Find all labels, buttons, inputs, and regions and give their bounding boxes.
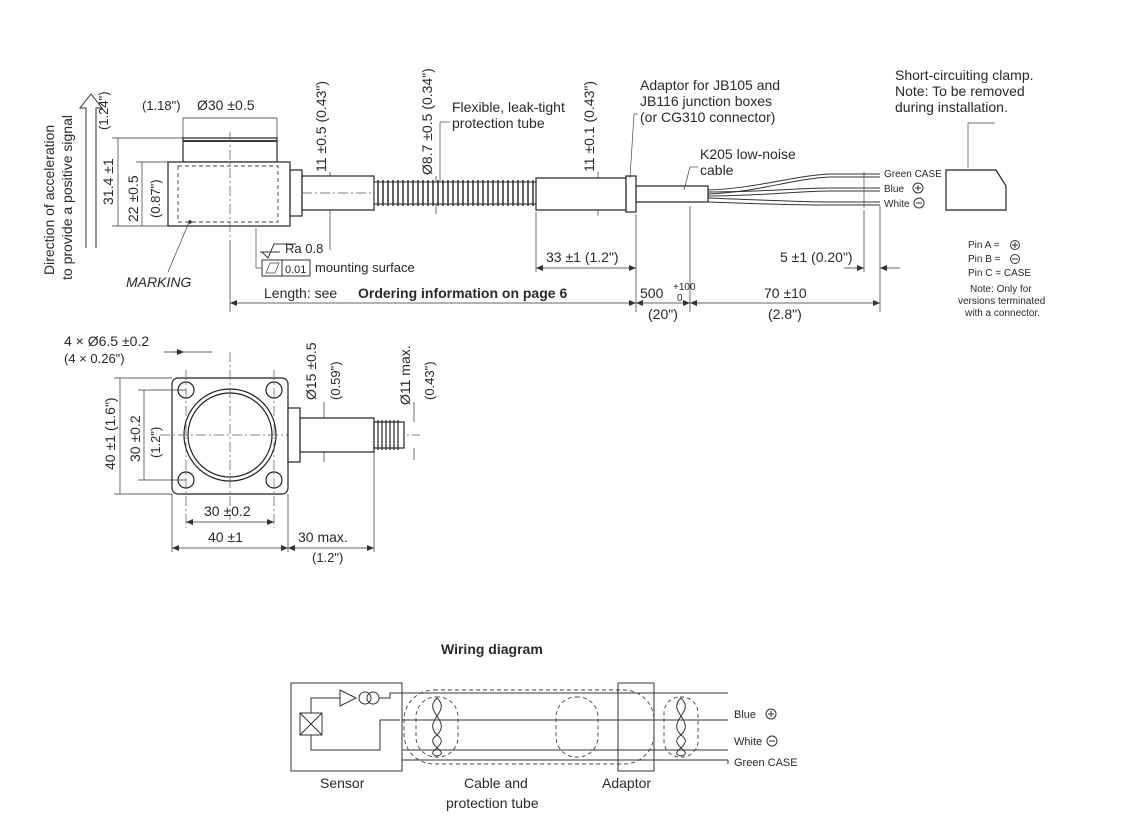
circle-plus-icon xyxy=(765,708,777,720)
adaptor-label-line1: Adaptor for JB105 and xyxy=(640,77,780,93)
height-30: 30 ±0.2 xyxy=(127,415,143,462)
height-31: 31.4 ±1 xyxy=(100,158,116,205)
flatness-value: 0.01 xyxy=(285,264,306,276)
dim-70: 70 ±10 xyxy=(764,285,807,301)
dim-500-inch: (20") xyxy=(648,306,678,322)
dia30-label: Ø30 ±0.5 xyxy=(197,97,255,113)
circle-plus-icon xyxy=(1010,240,1020,250)
height-inch: (1.24") xyxy=(96,91,111,130)
wiring-green-label: Green CASE xyxy=(734,757,798,769)
note-line3: with a connector. xyxy=(964,308,1040,319)
wiring-title: Wiring diagram xyxy=(441,641,543,657)
roughness-label: Ra 0.8 xyxy=(285,241,323,256)
side-view: Direction of acceleration to provide a p… xyxy=(41,67,1045,322)
wiring-white-label: White xyxy=(734,736,762,748)
amplifier-icon xyxy=(339,689,358,707)
dim-5: 5 ±1 (0.20") xyxy=(780,249,853,265)
top-view: 4 × Ø6.5 ±0.2 (4 × 0.26") Ø15 ±0.5 (0.59… xyxy=(64,333,437,565)
wire-green-label: Green CASE xyxy=(884,169,942,180)
tube-label-line2: protection tube xyxy=(452,115,545,131)
wire-leads xyxy=(707,172,880,208)
wire-blue-label: Blue xyxy=(884,184,904,195)
wire-white-label: White xyxy=(884,199,910,210)
length-prefix: Length: see xyxy=(264,285,337,301)
dim-33: 33 ±1 (1.2") xyxy=(546,249,619,265)
width-40: 40 ±1 xyxy=(208,529,243,545)
dim-500-tol-up: +100 xyxy=(673,282,696,293)
pin-b-label: Pin B = xyxy=(968,254,1001,265)
tube-dia-87: Ø8.7 ±0.5 (0.34") xyxy=(419,68,435,175)
cable-label-line2: cable xyxy=(700,162,734,178)
width-30: 30 ±0.2 xyxy=(204,503,251,519)
height-22-inch: (0.87") xyxy=(148,179,163,218)
length-ref: Ordering information on page 6 xyxy=(358,285,567,301)
accel-label-line1: Direction of acceleration xyxy=(41,125,57,275)
wiring-cable-label-line1: Cable and xyxy=(464,775,528,791)
dim-500: 500 xyxy=(640,285,664,301)
wiring-sensor-label: Sensor xyxy=(320,775,365,791)
dia15-label: Ø15 ±0.5 xyxy=(303,342,319,400)
clamp-label-line3: during installation. xyxy=(895,99,1008,115)
wiring-adaptor-label: Adaptor xyxy=(602,775,651,791)
holes-inch: (4 × 0.26") xyxy=(64,351,125,366)
dim-500-tol-down: 0 xyxy=(677,293,683,304)
note-line2: versions terminated xyxy=(958,296,1045,307)
clamp-label-line2: Note: To be removed xyxy=(895,83,1025,99)
dia15-inch: (0.59") xyxy=(328,361,343,400)
short-circuit-clamp xyxy=(945,169,1007,211)
circle-minus-icon xyxy=(766,735,778,747)
wiring-blue-label: Blue xyxy=(734,709,756,721)
height-40: 40 ±1 (1.6") xyxy=(102,397,118,470)
wiring-sensor-box xyxy=(290,682,403,772)
wiring-diagram: Wiring diagram Blue White Green C xyxy=(290,641,798,811)
circle-minus-icon xyxy=(913,197,925,209)
mounting-surface-label: mounting surface xyxy=(315,260,415,275)
wiring-adaptor-box xyxy=(617,682,655,772)
adaptor-label-line3: (or CG310 connector) xyxy=(640,109,775,125)
cable-k205 xyxy=(635,185,709,203)
adaptor-body xyxy=(535,177,627,211)
current-source-icon xyxy=(358,691,372,705)
wiring-cable-label-line2: protection tube xyxy=(446,795,539,811)
accel-label-line2: to provide a positive signal xyxy=(59,115,75,280)
width-30max-inch: (1.2") xyxy=(312,550,343,565)
dia11max-label: Ø11 max. xyxy=(397,345,413,405)
dia11max-inch: (0.43") xyxy=(422,361,437,400)
neck-dia-11: 11 ±0.5 (0.43") xyxy=(313,81,329,172)
dim-70-inch: (2.8") xyxy=(768,306,802,322)
dia30-inch: (1.18") xyxy=(142,98,181,113)
pin-a-label: Pin A = xyxy=(968,240,1000,251)
housing-base xyxy=(167,161,291,227)
top-thread xyxy=(373,421,405,449)
top-neck xyxy=(299,417,375,453)
acceleration-arrow-icon xyxy=(78,93,104,248)
note-line1: Note: Only for xyxy=(970,284,1032,295)
clamp-label-line1: Short-circuiting clamp. xyxy=(895,67,1034,83)
height-22: 22 ±0.5 xyxy=(125,175,141,222)
adaptor-label-line2: JB116 junction boxes xyxy=(640,93,772,109)
circle-plus-icon xyxy=(912,182,924,194)
circle-minus-icon xyxy=(1010,254,1020,264)
adaptor-dia-11: 11 ±0.1 (0.43") xyxy=(581,81,597,172)
tube-label-line1: Flexible, leak-tight xyxy=(452,99,565,115)
width-30max: 30 max. xyxy=(298,529,348,545)
pin-c-label: Pin C = CASE xyxy=(968,268,1031,279)
height-30-inch: (1.2") xyxy=(148,427,163,458)
holes-label: 4 × Ø6.5 ±0.2 xyxy=(64,333,149,349)
cable-label-line1: K205 low-noise xyxy=(700,146,796,162)
marking-label: MARKING xyxy=(126,274,191,290)
